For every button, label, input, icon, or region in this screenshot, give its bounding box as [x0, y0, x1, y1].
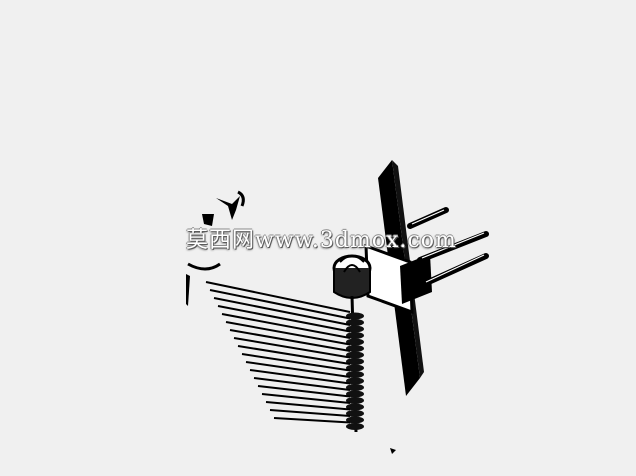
rib-disc [346, 345, 364, 352]
rib-line [253, 377, 351, 391]
rib-disc [346, 319, 364, 326]
rib-disc [346, 364, 364, 372]
rib-line [249, 369, 351, 385]
watermark-text: 莫西网www.3dmox.com [186, 228, 457, 253]
rib-disc [346, 416, 364, 424]
rib-line [221, 313, 351, 339]
rib-line [241, 353, 351, 372]
rib-stack [205, 281, 364, 430]
rib-line [273, 417, 351, 424]
rib-disc [346, 423, 364, 430]
rib-line [233, 337, 351, 359]
rib-disc [346, 325, 364, 333]
rib-line [265, 401, 351, 411]
rib-disc [346, 371, 364, 378]
rib-disc [346, 312, 364, 320]
rib-line [237, 345, 351, 365]
rib-line [229, 329, 351, 352]
rib-disc [346, 332, 364, 339]
bracket-plate [400, 254, 432, 304]
rib-line [225, 321, 351, 346]
fragments [186, 190, 396, 454]
rib-line [257, 385, 351, 398]
rib-disc [346, 338, 364, 346]
rib-disc [346, 390, 364, 398]
rib-disc [346, 397, 364, 404]
rib-line [217, 305, 351, 333]
rib-disc [346, 377, 364, 385]
rib-disc [346, 358, 364, 365]
rail-set [407, 207, 489, 287]
rib-disc [346, 403, 364, 411]
rib-line [205, 281, 351, 313]
rib-disc [346, 384, 364, 391]
rib-disc [346, 410, 364, 417]
rib-line [261, 393, 351, 404]
rib-line [209, 289, 351, 320]
rib-line [245, 361, 351, 378]
rib-line [213, 297, 351, 326]
rib-line [269, 409, 351, 417]
rib-disc [346, 351, 364, 359]
